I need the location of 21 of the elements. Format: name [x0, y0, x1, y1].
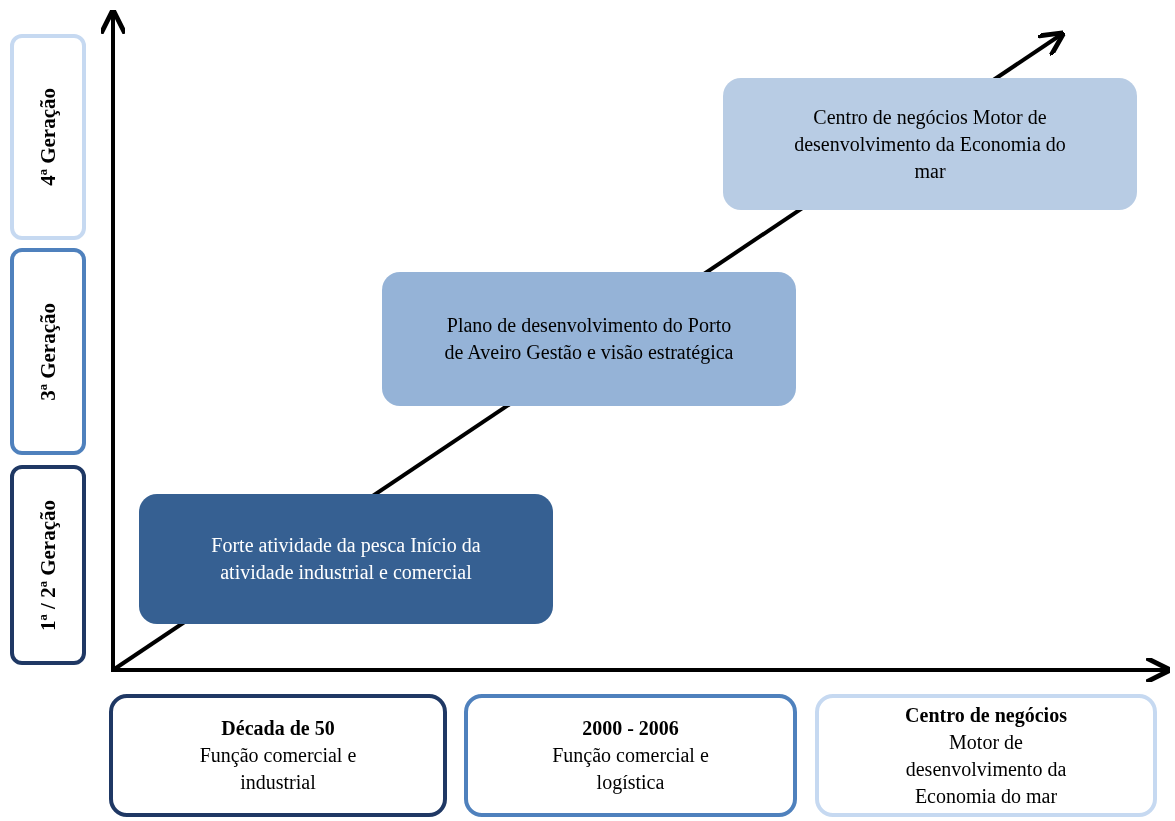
generation-label-box — [10, 248, 86, 455]
milestone-box — [382, 272, 796, 406]
period-box — [109, 694, 447, 817]
generation-label-box — [10, 465, 86, 665]
box-text: Plano de desenvolvimento do Porto de Aveiro Gestão e visão estratégica — [443, 313, 735, 366]
period-box — [464, 694, 797, 817]
period-heading: 2000 - 2006 — [582, 716, 679, 741]
generation-label-box — [10, 34, 86, 240]
period-heading: Década de 50 — [221, 716, 335, 741]
generation-label: 4ª Geração — [34, 88, 61, 186]
box-text: Motor de desenvolvimento da Economia do mar — [904, 729, 1068, 809]
box-text: Forte atividade da pesca Início da atividade industrial e comercial — [210, 533, 482, 585]
box-text: Função comercial e industrial — [198, 743, 358, 795]
generation-label: 3ª Geração — [34, 302, 61, 401]
box-text: Função comercial e logística — [551, 743, 710, 796]
generation-label: 1ª / 2ª Geração — [34, 499, 61, 631]
milestone-box — [723, 78, 1137, 210]
period-box — [815, 694, 1157, 817]
period-heading: Centro de negócios — [905, 702, 1067, 729]
box-text: Centro de negócios Motor de desenvolvimento da Economia do mar — [793, 104, 1067, 184]
milestone-box — [139, 494, 553, 624]
